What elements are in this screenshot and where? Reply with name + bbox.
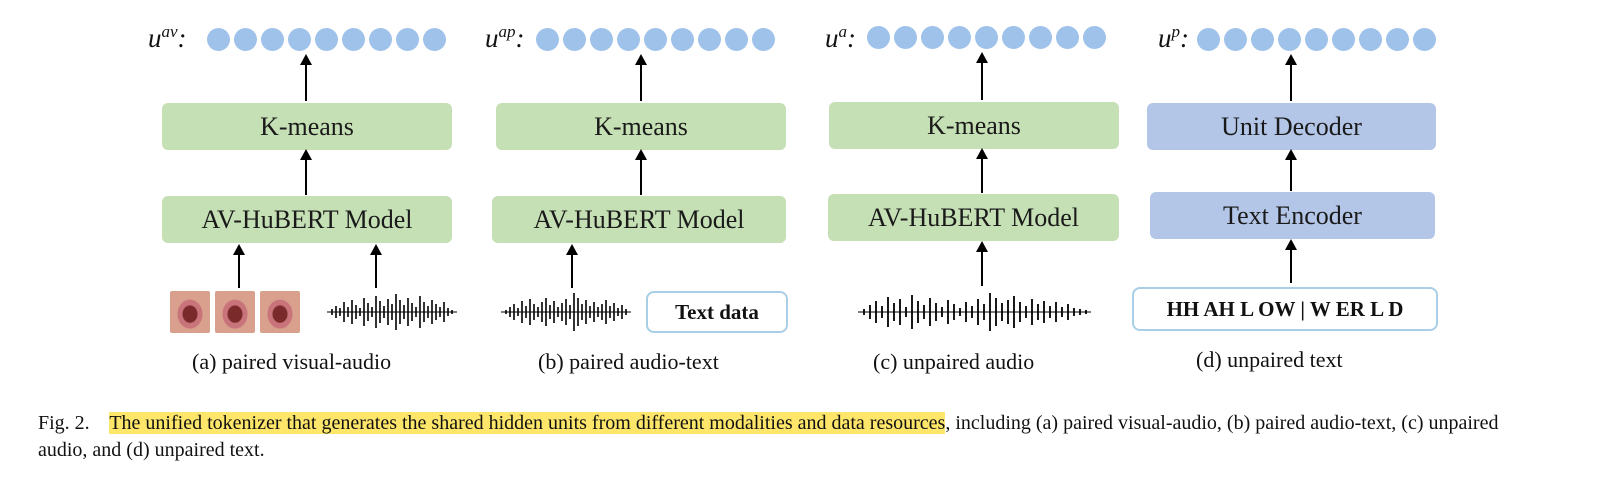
unit-dot: [617, 28, 640, 51]
audio-waveform: [858, 293, 1091, 331]
unit-dot: [288, 28, 311, 51]
unit-superscript: p: [1171, 22, 1181, 41]
arrow-up: [1285, 239, 1297, 283]
unit-superscript: ap: [498, 22, 516, 41]
unit-dot: [261, 28, 284, 51]
unit-label-p: up:: [1158, 22, 1189, 53]
unit-superscript: av: [161, 22, 178, 41]
lip-frame: [260, 291, 300, 333]
unit-dot: [396, 28, 419, 51]
unit-sequence-a: [867, 26, 1106, 49]
kmeans-box: K-means: [496, 103, 786, 150]
unit-dot: [698, 28, 721, 51]
av-hubert-box: AV-HuBERT Model: [828, 194, 1119, 241]
unit-dot: [1029, 26, 1052, 49]
caption-prefix: Fig. 2.: [38, 412, 90, 434]
arrow-up: [976, 52, 988, 100]
text-encoder-box: Text Encoder: [1150, 192, 1435, 239]
unit-dot: [315, 28, 338, 51]
unit-dot: [948, 26, 971, 49]
unit-dot: [1305, 28, 1328, 51]
unit-dot: [725, 28, 748, 51]
waveform-bars: [331, 294, 453, 330]
unit-dot: [369, 28, 392, 51]
unit-dot: [1002, 26, 1025, 49]
waveform-bars: [863, 293, 1087, 331]
arrow-up: [976, 241, 988, 286]
caption-rest: , including (a) paired visual-audio, (b)…: [38, 412, 1499, 461]
unit-dot: [1056, 26, 1079, 49]
arrow-up: [976, 148, 988, 193]
kmeans-box: K-means: [829, 102, 1119, 149]
unit-dot: [1413, 28, 1436, 51]
arrow-up: [566, 244, 578, 288]
arrow-up: [233, 244, 245, 288]
unit-dot: [1197, 28, 1220, 51]
panel-sublabel: (b) paired audio-text: [538, 349, 719, 374]
unit-dot: [1332, 28, 1355, 51]
unit-base: u: [485, 23, 499, 53]
unit-base: u: [148, 23, 162, 53]
panel-sublabel: (c) unpaired audio: [873, 349, 1035, 374]
unit-dot: [342, 28, 365, 51]
unit-base: u: [1158, 23, 1172, 53]
arrow-up: [1285, 149, 1297, 191]
unit-label-a: ua:: [825, 22, 856, 53]
waveform-bars: [505, 293, 627, 331]
unit-dot: [563, 28, 586, 51]
av-hubert-box: AV-HuBERT Model: [162, 196, 452, 243]
unit-sequence-av: [207, 28, 446, 51]
unit-superscript: a: [838, 22, 848, 41]
arrow-up: [300, 54, 312, 101]
unit-dot: [234, 28, 257, 51]
unit-dot: [590, 28, 613, 51]
arrow-up: [1285, 54, 1297, 101]
unit-label-ap: uap:: [485, 22, 525, 53]
av-hubert-box: AV-HuBERT Model: [492, 196, 786, 243]
unit-base: u: [825, 23, 839, 53]
unit-dot: [867, 26, 890, 49]
unit-dot: [1359, 28, 1382, 51]
text-data-box: Text data: [646, 291, 788, 333]
kmeans-box: K-means: [162, 103, 452, 150]
figure-caption: Fig. 2. The unified tokenizer that gener…: [38, 410, 1538, 464]
arrow-up: [635, 149, 647, 195]
unit-dot: [1386, 28, 1409, 51]
unit-dot: [1224, 28, 1247, 51]
unit-dot: [894, 26, 917, 49]
unit-dot: [1083, 26, 1106, 49]
unit-dot: [207, 28, 230, 51]
unit-decoder-box: Unit Decoder: [1147, 103, 1436, 150]
unit-dot: [1251, 28, 1274, 51]
unit-sequence-ap: [536, 28, 775, 51]
arrow-up: [635, 54, 647, 101]
caption-highlighted-text: The unified tokenizer that generates the…: [109, 412, 946, 434]
arrow-up: [370, 244, 382, 288]
unit-sequence-p: [1197, 28, 1436, 51]
lip-frame: [170, 291, 210, 333]
panel-sublabel: (d) unpaired text: [1196, 347, 1343, 372]
unit-dot: [644, 28, 667, 51]
unit-dot: [423, 28, 446, 51]
audio-waveform: [501, 293, 631, 331]
arrow-up: [300, 149, 312, 195]
unit-dot: [536, 28, 559, 51]
panel-sublabel: (a) paired visual-audio: [192, 349, 392, 374]
phoneme-text-box: HH AH L OW | W ER L D: [1132, 287, 1438, 331]
lip-frame: [215, 291, 255, 333]
unit-dot: [1278, 28, 1301, 51]
unit-dot: [671, 28, 694, 51]
audio-waveform: [327, 294, 457, 330]
unit-dot: [975, 26, 998, 49]
unit-dot: [752, 28, 775, 51]
unit-label-av: uav:: [148, 22, 187, 53]
unit-dot: [921, 26, 944, 49]
